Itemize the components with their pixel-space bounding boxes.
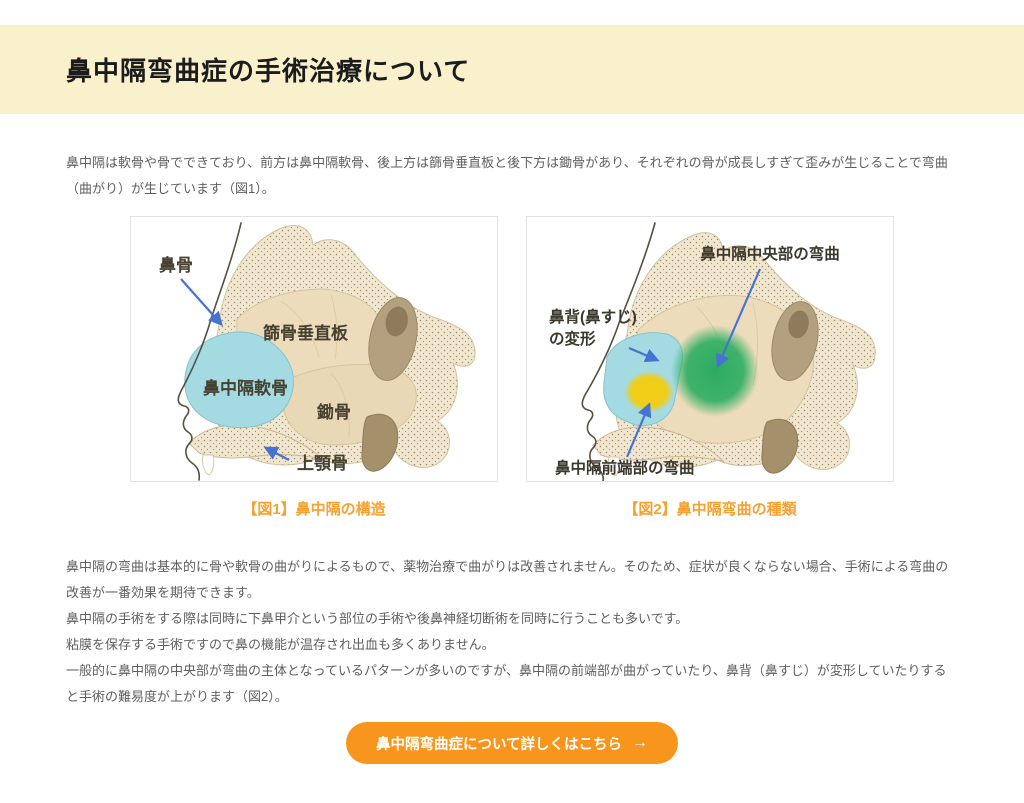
nasal-bone-arrow: [180, 278, 223, 327]
figure2-diagram: 鼻中隔中央部の弯曲 鼻背(鼻すじ) の変形 鼻中隔前端部の弯曲: [526, 216, 894, 482]
anterior-deviation-arrow: [625, 402, 652, 458]
body-paragraph: 鼻中隔の弯曲は基本的に骨や軟骨の曲がりによるもので、薬物治療で曲がりは改善されま…: [66, 559, 949, 600]
septum-deviation-types-illustration: 鼻中隔中央部の弯曲 鼻背(鼻すじ) の変形 鼻中隔前端部の弯曲: [549, 222, 876, 481]
figure2-caption: 【図2】鼻中隔弯曲の種類: [623, 501, 797, 518]
central-deviation-arrow: [715, 268, 762, 369]
anterior-deviation-highlight: [624, 371, 674, 413]
figure1-caption: 【図1】鼻中隔の構造: [242, 501, 386, 518]
label-septal-cartilage: 鼻中隔軟骨: [203, 378, 288, 398]
page: 鼻中隔弯曲症の手術治療について 鼻中隔は軟骨や骨でできており、前方は鼻中隔軟骨、…: [0, 25, 1024, 803]
figures-row: 鼻骨 篩骨垂直板 鼻中隔軟骨 鋤骨 上顎骨 【図1】鼻中隔の構造: [0, 216, 1024, 519]
label-ethmoid-plate: 篩骨垂直板: [263, 323, 349, 343]
label-maxilla: 上顎骨: [297, 454, 348, 473]
figure1: 鼻骨 篩骨垂直板 鼻中隔軟骨 鋤骨 上顎骨 【図1】鼻中隔の構造: [130, 216, 498, 519]
anatomy-shapes: [177, 222, 476, 481]
details-link-button[interactable]: 鼻中隔弯曲症について詳しくはこちら →: [345, 722, 679, 764]
dorsum-arrow: [628, 346, 660, 363]
page-title-band: 鼻中隔弯曲症の手術治療について: [0, 25, 1024, 114]
central-deviation-highlight: [671, 325, 759, 417]
details-link-label: 鼻中隔弯曲症について詳しくはこちら: [375, 736, 623, 753]
label-dorsum-line2: の変形: [549, 329, 596, 348]
arrow-right-icon: →: [632, 734, 649, 751]
nasal-septum-structure-illustration: 鼻骨 篩骨垂直板 鼻中隔軟骨 鋤骨 上顎骨: [159, 222, 476, 481]
label-dorsum-line1: 鼻背(鼻すじ): [549, 307, 637, 326]
body-paragraph: 粘膜を保存する手術ですので鼻の機能が温存され出血も多くありません。: [66, 637, 495, 652]
label-nasal-bone: 鼻骨: [159, 255, 193, 275]
intro-paragraph: 鼻中隔は軟骨や骨でできており、前方は鼻中隔軟骨、後上方は篩骨垂直板と後下方は鋤骨…: [66, 155, 948, 196]
figure1-diagram: 鼻骨 篩骨垂直板 鼻中隔軟骨 鋤骨 上顎骨: [130, 216, 498, 482]
label-vomer: 鋤骨: [317, 402, 351, 422]
body-paragraph: 鼻中隔の手術をする際は同時に下鼻甲介という部位の手術や後鼻神経切断術を同時に行う…: [66, 611, 689, 626]
face-profile-line: [581, 222, 656, 481]
body-paragraph: 一般的に鼻中隔の中央部が弯曲の主体となっているパターンが多いのですが、鼻中隔の前…: [66, 663, 947, 704]
label-central-deviation: 鼻中隔中央部の弯曲: [700, 244, 840, 263]
label-anterior-deviation: 鼻中隔前端部の弯曲: [555, 458, 695, 477]
cta-row: 鼻中隔弯曲症について詳しくはこちら →: [0, 722, 1024, 764]
maxilla-arrow: [263, 446, 290, 461]
page-title: 鼻中隔弯曲症の手術治療について: [66, 56, 471, 86]
body-text: 鼻中隔の弯曲は基本的に骨や軟骨の曲がりによるもので、薬物治療で曲がりは改善されま…: [66, 554, 958, 710]
figure2: 鼻中隔中央部の弯曲 鼻背(鼻すじ) の変形 鼻中隔前端部の弯曲 【図2】鼻中隔弯…: [526, 216, 894, 519]
